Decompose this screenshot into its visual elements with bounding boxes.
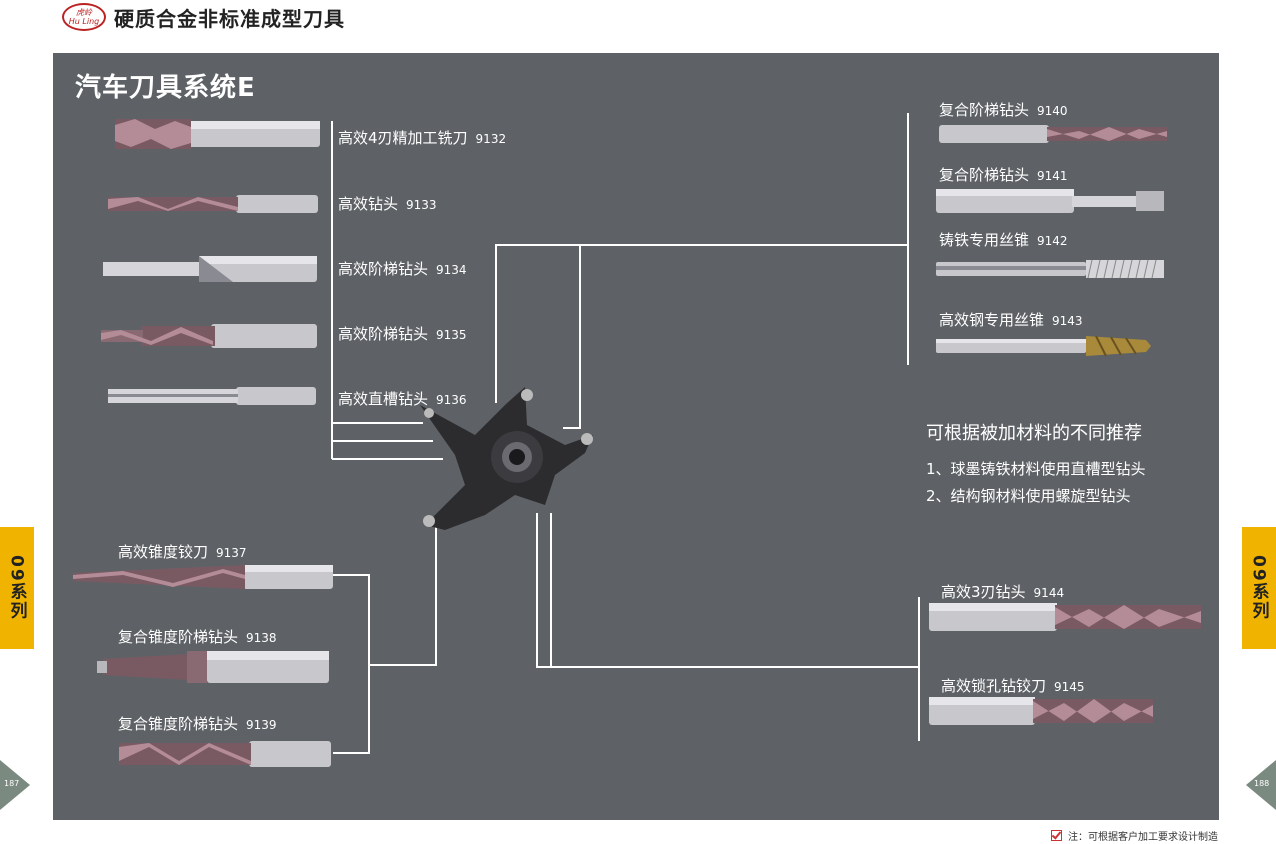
tool-image-9132	[115, 119, 320, 149]
tool-image-9138	[97, 651, 329, 683]
tool-image-9133	[108, 195, 318, 213]
tool-name: 高效4刃精加工铣刀	[338, 129, 468, 147]
recommend-item-2: 2、结构钢材料使用螺旋型钻头	[926, 487, 1131, 505]
tool-name: 高效阶梯钻头	[338, 325, 429, 343]
footer-note: 注：可根据客户加工要求设计制造	[1051, 828, 1218, 843]
tool-image-9139	[119, 741, 331, 767]
connector-lines	[331, 113, 920, 754]
tool-image-9135	[101, 324, 317, 348]
logo-text-en: Hu Ling	[68, 17, 100, 26]
tool-code: 9139	[246, 718, 277, 732]
tool-code: 9138	[246, 631, 277, 645]
side-tab-right: 09系列	[1242, 527, 1276, 649]
tool-code: 9136	[436, 393, 467, 407]
tool-image-9136	[108, 387, 316, 405]
tool-name: 复合阶梯钻头	[939, 166, 1030, 184]
tool-image-9142	[936, 259, 1164, 279]
tool-label-9138: 复合锥度阶梯钻头 9138	[118, 626, 277, 647]
tool-image-9141	[936, 189, 1164, 213]
tool-label-9137: 高效锥度铰刀 9137	[118, 541, 247, 562]
tool-image-9134	[103, 256, 317, 282]
tool-code: 9132	[475, 132, 507, 146]
tool-name: 复合锥度阶梯钻头	[118, 715, 239, 733]
page-number-left-shape	[0, 760, 30, 810]
tool-name: 高效钢专用丝锥	[939, 311, 1045, 329]
tool-code: 9144	[1033, 586, 1065, 600]
tool-label-9136: 高效直槽钻头 9136	[338, 388, 467, 409]
tool-label-9141: 复合阶梯钻头 9141	[939, 164, 1068, 185]
page-number-left: 187	[0, 760, 36, 810]
tool-label-9145: 高效锁孔钻铰刀 9145	[941, 675, 1085, 696]
tool-image-9143	[936, 335, 1151, 357]
page-number-right: 188	[1240, 760, 1276, 810]
tool-name: 复合锥度阶梯钻头	[118, 628, 239, 646]
tool-image-9145	[929, 697, 1153, 725]
tool-label-9143: 高效钢专用丝锥 9143	[939, 309, 1083, 330]
tool-code: 9133	[406, 198, 437, 212]
tool-name: 高效锁孔钻铰刀	[941, 677, 1047, 695]
page-number-left-text: 187	[4, 779, 20, 788]
tool-name: 复合阶梯钻头	[939, 101, 1030, 119]
tool-name: 高效3刃钻头	[941, 583, 1026, 601]
checkbox-icon	[1051, 830, 1062, 841]
tool-code: 9134	[436, 263, 467, 277]
page-number-right-shape	[1246, 760, 1276, 810]
tool-code: 9141	[1037, 169, 1068, 183]
tool-code: 9142	[1037, 234, 1068, 248]
steering-knuckle-image	[420, 387, 593, 530]
footer-note-text: 注：可根据客户加工要求设计制造	[1068, 832, 1218, 843]
tool-label-9142: 铸铁专用丝锥 9142	[939, 229, 1068, 250]
tool-image-9140	[939, 125, 1167, 143]
section-title: 汽车刀具系统E	[75, 73, 256, 103]
tool-code: 9140	[1037, 104, 1068, 118]
tool-label-9140: 复合阶梯钻头 9140	[939, 99, 1068, 120]
tool-name: 高效锥度铰刀	[118, 543, 209, 561]
tool-code: 9143	[1052, 314, 1083, 328]
logo-text-cn: 虎岭	[76, 8, 92, 17]
page-title: 硬质合金非标准成型刀具	[114, 6, 345, 31]
tool-name: 高效钻头	[338, 195, 399, 213]
tool-name: 高效直槽钻头	[338, 390, 429, 408]
tool-label-9135: 高效阶梯钻头 9135	[338, 323, 467, 344]
catalog-panel: 汽车刀具系统E	[53, 53, 1219, 820]
tool-code: 9137	[216, 546, 247, 560]
side-tab-right-label: 09系列	[1248, 555, 1269, 621]
tool-label-9134: 高效阶梯钻头 9134	[338, 258, 467, 279]
tool-label-9139: 复合锥度阶梯钻头 9139	[118, 713, 277, 734]
company-logo: 虎岭 Hu Ling	[62, 3, 106, 31]
tool-label-9133: 高效钻头 9133	[338, 193, 437, 214]
tool-label-9144: 高效3刃钻头 9144	[941, 581, 1064, 602]
page-header: 虎岭 Hu Ling 硬质合金非标准成型刀具	[62, 2, 345, 32]
tool-label-9132: 高效4刃精加工铣刀 9132	[338, 127, 506, 148]
recommend-item-1: 1、球墨铸铁材料使用直槽型钻头	[926, 460, 1146, 478]
tool-name: 铸铁专用丝锥	[939, 231, 1030, 249]
page-number-right-text: 188	[1254, 779, 1270, 788]
tool-name: 高效阶梯钻头	[338, 260, 429, 278]
side-tab-left: 09系列	[0, 527, 34, 649]
tool-code: 9145	[1054, 680, 1085, 694]
tool-code: 9135	[436, 328, 467, 342]
tool-image-9137	[73, 565, 333, 589]
tool-image-9144	[929, 603, 1201, 631]
side-tab-left-label: 09系列	[6, 555, 27, 621]
recommend-title: 可根据被加材料的不同推荐	[926, 423, 1142, 444]
